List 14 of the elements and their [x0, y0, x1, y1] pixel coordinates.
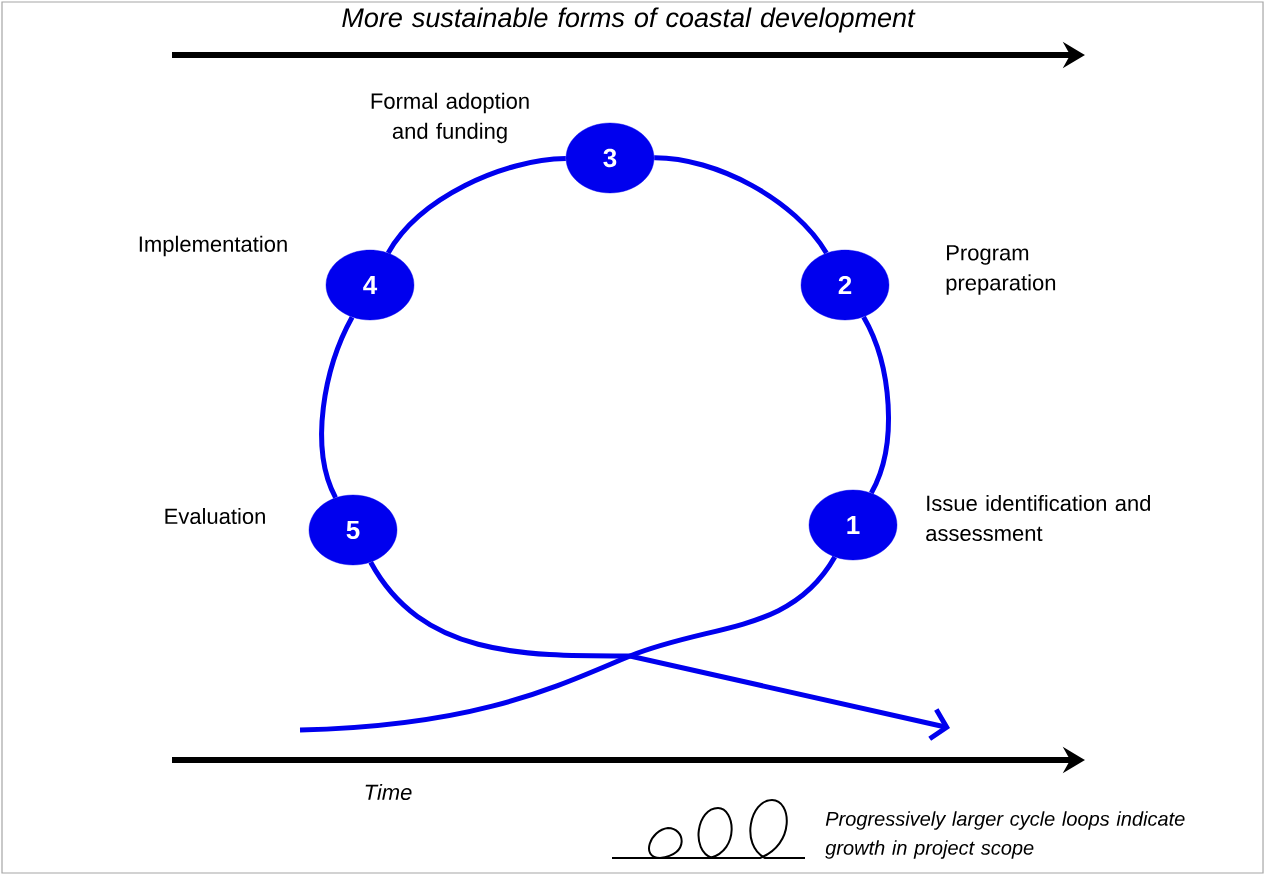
step-label: Issue identification and assessment: [926, 494, 1150, 542]
axis-label: Time: [365, 783, 412, 801]
step-label: Implementation: [139, 235, 287, 257]
cycle-line: [368, 560, 950, 741]
cycle-line: [654, 155, 829, 255]
cycle-line: [386, 156, 566, 255]
cycle-line: [319, 316, 355, 499]
step-label: Formal adoption and funding: [371, 92, 529, 144]
cycle-line: [299, 555, 837, 733]
step-label: Program preparation: [946, 245, 1056, 295]
axis-label: Progressively larger cycle loops indicate growth in project scope: [825, 811, 1185, 859]
cycle-line: [861, 315, 891, 495]
step-label: Evaluation: [165, 507, 265, 525]
axis-label: More sustainable forms of coastal development: [342, 7, 916, 33]
